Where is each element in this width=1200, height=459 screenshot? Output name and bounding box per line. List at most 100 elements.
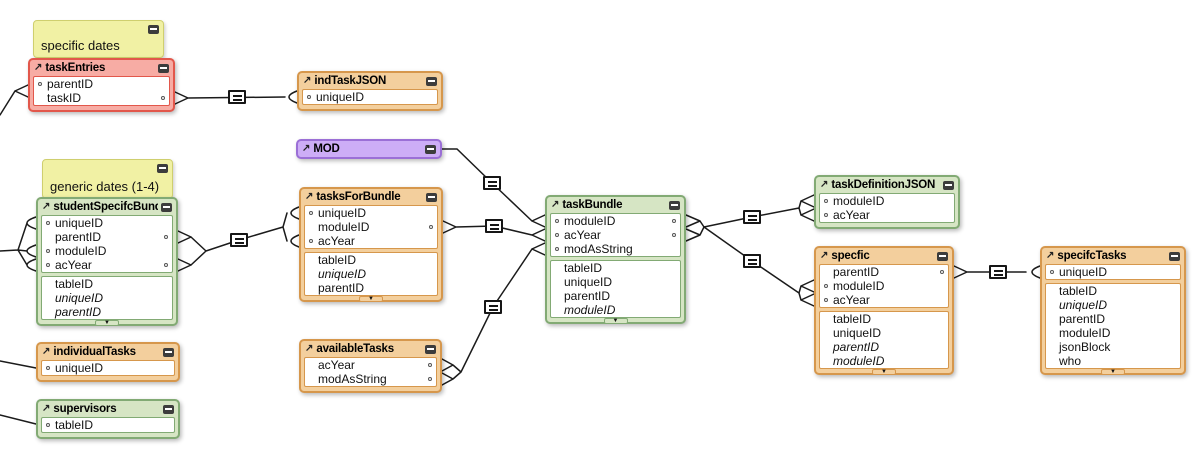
field-row-parentID[interactable]: parentID: [42, 230, 172, 244]
field-row-modAsString[interactable]: modAsString: [305, 372, 436, 386]
collapse-toggle-icon[interactable]: [163, 347, 174, 357]
field-row-parentID[interactable]: parentID: [820, 340, 948, 354]
collapse-toggle-icon[interactable]: [426, 76, 437, 86]
collapse-toggle-icon[interactable]: [158, 63, 169, 73]
field-row-moduleID[interactable]: moduleID: [305, 220, 437, 234]
operator-equals[interactable]: [989, 265, 1007, 279]
note-collapse-icon[interactable]: [157, 164, 168, 173]
table-header[interactable]: ↗MOD: [298, 141, 440, 157]
field-row-acYear[interactable]: acYear: [551, 228, 680, 242]
wire-external-supervisors[interactable]: [0, 414, 37, 425]
expand-more-icon[interactable]: ▼: [1101, 369, 1125, 375]
table-header[interactable]: ↗specfic: [816, 248, 952, 264]
collapse-toggle-icon[interactable]: [425, 144, 436, 154]
collapse-toggle-icon[interactable]: [943, 180, 954, 190]
collapse-toggle-icon[interactable]: [1169, 251, 1180, 261]
field-row-acYear[interactable]: acYear: [305, 234, 437, 248]
operator-equals[interactable]: [485, 219, 503, 233]
field-row-tableID[interactable]: tableID: [305, 253, 437, 267]
operator-equals[interactable]: [483, 176, 501, 190]
field-row-moduleID[interactable]: moduleID: [551, 214, 680, 228]
field-row-modAsString[interactable]: modAsString: [551, 242, 680, 256]
field-row-uniqueID[interactable]: uniqueID: [42, 361, 174, 375]
field-row-moduleID[interactable]: moduleID: [820, 279, 948, 293]
collapse-toggle-icon[interactable]: [426, 192, 437, 202]
table-header[interactable]: ↗taskDefinitionJSON: [816, 177, 958, 193]
expand-more-icon[interactable]: ▼: [95, 320, 119, 326]
table-header[interactable]: ↗individualTasks: [38, 344, 178, 360]
field-row-uniqueID[interactable]: uniqueID: [305, 267, 437, 281]
wire-external-individualtasks[interactable]: [0, 360, 37, 369]
table-header[interactable]: ↗taskBundle: [547, 197, 684, 213]
note-specific-dates[interactable]: specific dates: [33, 20, 164, 58]
wire-external-studentspecifcbundle[interactable]: [0, 216, 37, 272]
field-row-acYear[interactable]: acYear: [305, 358, 436, 372]
field-row-tableID[interactable]: tableID: [42, 418, 174, 432]
table-studentspecifcbundle[interactable]: ↗studentSpecifcBundleuniqueIDparentIDmod…: [36, 197, 178, 326]
note-generic-dates-1-4-[interactable]: generic dates (1-4): [42, 159, 173, 199]
field-row-moduleID[interactable]: moduleID: [551, 303, 680, 317]
operator-equals[interactable]: [230, 233, 248, 247]
operator-equals[interactable]: [484, 300, 502, 314]
operator-equals[interactable]: [743, 254, 761, 268]
field-row-jsonBlock[interactable]: jsonBlock: [1046, 340, 1180, 354]
collapse-toggle-icon[interactable]: [937, 251, 948, 261]
wire-external-taskentries[interactable]: [0, 84, 29, 116]
field-row-moduleID[interactable]: moduleID: [820, 194, 954, 208]
field-row-uniqueID[interactable]: uniqueID: [1046, 298, 1180, 312]
note-collapse-icon[interactable]: [148, 25, 159, 34]
field-row-tableID[interactable]: tableID: [551, 261, 680, 275]
field-row-moduleID[interactable]: moduleID: [1046, 326, 1180, 340]
field-row-uniqueID[interactable]: uniqueID: [42, 291, 172, 305]
table-header[interactable]: ↗availableTasks: [301, 341, 440, 357]
collapse-toggle-icon[interactable]: [669, 200, 680, 210]
collapse-toggle-icon[interactable]: [425, 344, 436, 354]
expand-more-icon[interactable]: ▼: [603, 318, 628, 324]
field-row-uniqueID[interactable]: uniqueID: [305, 206, 437, 220]
field-row-uniqueID[interactable]: uniqueID: [1046, 265, 1180, 279]
collapse-toggle-icon[interactable]: [161, 202, 172, 212]
field-row-acYear[interactable]: acYear: [820, 293, 948, 307]
field-row-acYear[interactable]: acYear: [820, 208, 954, 222]
collapse-toggle-icon[interactable]: [163, 404, 174, 414]
field-row-parentID[interactable]: parentID: [551, 289, 680, 303]
table-mod[interactable]: ↗MOD: [296, 139, 442, 159]
field-row-parentID[interactable]: parentID: [1046, 312, 1180, 326]
table-header[interactable]: ↗studentSpecifcBundle: [38, 199, 176, 215]
expand-more-icon[interactable]: ▼: [872, 369, 896, 375]
field-row-parentID[interactable]: parentID: [42, 305, 172, 319]
field-row-moduleID[interactable]: moduleID: [42, 244, 172, 258]
field-row-moduleID[interactable]: moduleID: [820, 354, 948, 368]
field-row-tableID[interactable]: tableID: [1046, 284, 1180, 298]
operator-equals[interactable]: [743, 210, 761, 224]
expand-more-icon[interactable]: ▼: [359, 296, 383, 302]
field-row-uniqueID[interactable]: uniqueID: [551, 275, 680, 289]
field-row-tableID[interactable]: tableID: [820, 312, 948, 326]
wire-availabletasks-taskbundle[interactable]: [441, 242, 546, 386]
field-row-tableID[interactable]: tableID: [42, 277, 172, 291]
field-row-who[interactable]: who: [1046, 354, 1180, 368]
field-row-acYear[interactable]: acYear: [42, 258, 172, 272]
table-header[interactable]: ↗specifcTasks: [1042, 248, 1184, 264]
operator-equals[interactable]: [228, 90, 246, 104]
field-row-uniqueID[interactable]: uniqueID: [303, 90, 437, 104]
wire-taskbundle-right-crowfeet[interactable]: [685, 214, 705, 242]
field-row-parentID[interactable]: parentID: [305, 281, 437, 295]
field-row-parentID[interactable]: parentID: [34, 77, 169, 91]
table-header[interactable]: ↗supervisors: [38, 401, 178, 417]
table-header[interactable]: ↗tasksForBundle: [301, 189, 441, 205]
field-row-uniqueID[interactable]: uniqueID: [42, 216, 172, 230]
field-row-uniqueID[interactable]: uniqueID: [820, 326, 948, 340]
table-header[interactable]: ↗taskEntries: [30, 60, 173, 76]
field-row-parentID[interactable]: parentID: [820, 265, 948, 279]
